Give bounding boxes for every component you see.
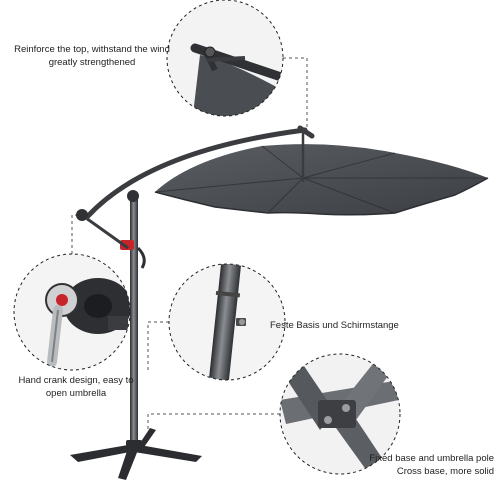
caption-cross-line1: Fixed base and umbrella pole (369, 453, 494, 464)
umbrella (70, 125, 489, 480)
connector-top (283, 57, 308, 130)
caption-top-line2: greatly strengthened (48, 57, 136, 68)
cross-base (70, 428, 202, 480)
detail-hand-crank (13, 253, 131, 371)
detail-cross-base (279, 353, 401, 475)
caption-base-line1: Feste Basis und Schirmstange (270, 320, 399, 331)
caption-top-line1: Reinforce the top, withstand the wind (14, 44, 170, 55)
cantilever-arm (85, 127, 308, 219)
detail-pole (168, 263, 286, 381)
caption-base-pole: Feste Basis und Schirmstange (270, 319, 399, 332)
caption-cross-base: Fixed base and umbrella pole Cross base,… (354, 452, 494, 478)
caption-crank-line1: Hand crank design, easy to (18, 375, 134, 386)
connector-pole (147, 321, 169, 370)
connector-cross (147, 413, 280, 440)
canopy (155, 144, 488, 215)
caption-cross-line2: Cross base, more solid (396, 466, 494, 477)
caption-crank-line2: open umbrella (45, 388, 107, 399)
caption-hand-crank: Hand crank design, easy to open umbrella (12, 374, 140, 400)
caption-top-reinforcement: Reinforce the top, withstand the wind gr… (12, 43, 172, 69)
connector-crank (71, 214, 78, 254)
umbrella-pole (130, 196, 138, 448)
detail-top-joint (166, 0, 284, 117)
